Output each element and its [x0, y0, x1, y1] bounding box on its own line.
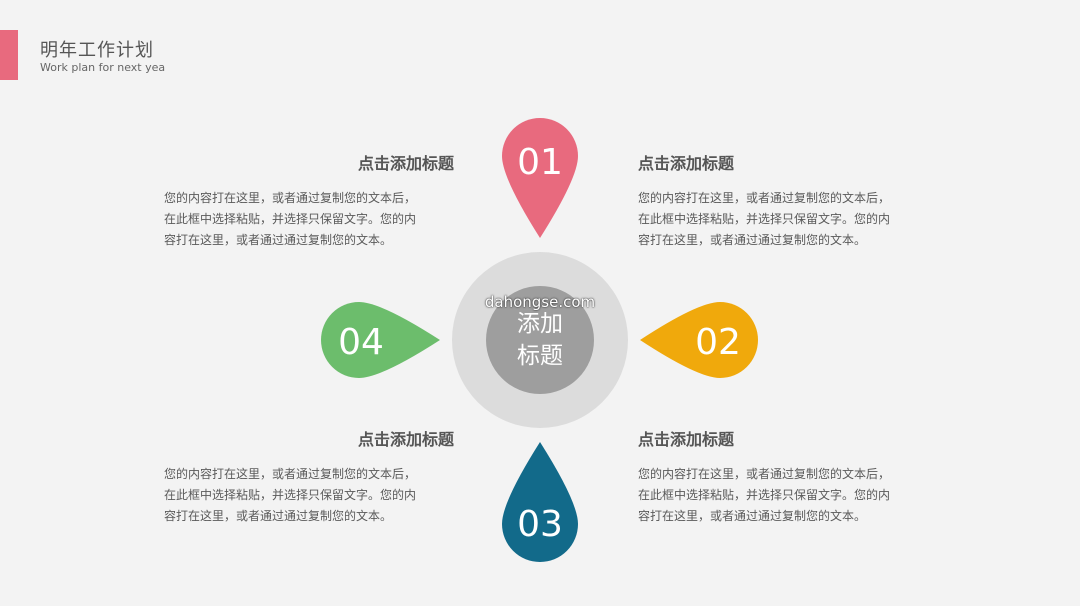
- block-title: 点击添加标题: [638, 154, 735, 173]
- title-accent-bar: [0, 30, 18, 80]
- block-body-line: 容打在这里，或者通过通过复制您的文本。: [164, 233, 393, 247]
- marker-02: 02: [640, 302, 758, 378]
- page-subtitle: Work plan for next yea: [40, 61, 166, 74]
- block-body-line: 您的内容打在这里，或者通过复制您的文本后，: [164, 467, 417, 481]
- center-inner-circle: [486, 286, 594, 394]
- text-block-bottom-left: 点击添加标题 您的内容打在这里，或者通过复制您的文本后， 在此框中选择粘贴，并选…: [164, 426, 454, 527]
- marker-03-number: 03: [517, 504, 563, 545]
- block-body-line: 容打在这里，或者通过通过复制您的文本。: [164, 509, 393, 523]
- center-title-line2: 标题: [517, 343, 563, 369]
- text-block-top-left: 点击添加标题 您的内容打在这里，或者通过复制您的文本后， 在此框中选择粘贴，并选…: [164, 150, 454, 251]
- block-body-line: 容打在这里，或者通过通过复制您的文本。: [638, 233, 867, 247]
- block-title: 点击添加标题: [357, 430, 454, 449]
- block-body: 您的内容打在这里，或者通过复制您的文本后， 在此框中选择粘贴，并选择只保留文字。…: [164, 188, 454, 251]
- center-title-line1: 添加: [517, 311, 563, 337]
- page-title: 明年工作计划: [40, 40, 154, 61]
- text-block-top-right: 点击添加标题 您的内容打在这里，或者通过复制您的文本后， 在此框中选择粘贴，并选…: [638, 150, 928, 251]
- block-body-line: 容打在这里，或者通过通过复制您的文本。: [638, 509, 867, 523]
- marker-04: 04: [321, 302, 440, 378]
- block-body-line: 在此框中选择粘贴，并选择只保留文字。您的内: [638, 488, 891, 502]
- marker-01: 01: [502, 118, 578, 238]
- marker-03-drop: [502, 442, 578, 562]
- marker-04-number: 04: [338, 322, 384, 363]
- block-title: 点击添加标题: [638, 430, 735, 449]
- marker-04-drop: [321, 302, 440, 378]
- block-body-line: 在此框中选择粘贴，并选择只保留文字。您的内: [164, 212, 417, 226]
- block-body: 您的内容打在这里，或者通过复制您的文本后， 在此框中选择粘贴，并选择只保留文字。…: [638, 188, 928, 251]
- marker-01-drop: [502, 118, 578, 238]
- center-title: 添加 标题: [486, 308, 594, 372]
- marker-01-number: 01: [517, 142, 563, 183]
- block-title: 点击添加标题: [357, 154, 454, 173]
- block-body: 您的内容打在这里，或者通过复制您的文本后， 在此框中选择粘贴，并选择只保留文字。…: [164, 464, 454, 527]
- marker-02-number: 02: [695, 322, 741, 363]
- block-body-line: 您的内容打在这里，或者通过复制您的文本后，: [638, 191, 891, 205]
- block-body-line: 您的内容打在这里，或者通过复制您的文本后，: [638, 467, 891, 481]
- text-block-bottom-right: 点击添加标题 您的内容打在这里，或者通过复制您的文本后， 在此框中选择粘贴，并选…: [638, 426, 928, 527]
- watermark: dahongse.com: [484, 293, 596, 311]
- marker-02-drop: [640, 302, 758, 378]
- block-body-line: 在此框中选择粘贴，并选择只保留文字。您的内: [638, 212, 891, 226]
- block-body-line: 您的内容打在这里，或者通过复制您的文本后，: [164, 191, 417, 205]
- marker-03: 03: [502, 442, 578, 562]
- block-body: 您的内容打在这里，或者通过复制您的文本后， 在此框中选择粘贴，并选择只保留文字。…: [638, 464, 928, 527]
- block-body-line: 在此框中选择粘贴，并选择只保留文字。您的内: [164, 488, 417, 502]
